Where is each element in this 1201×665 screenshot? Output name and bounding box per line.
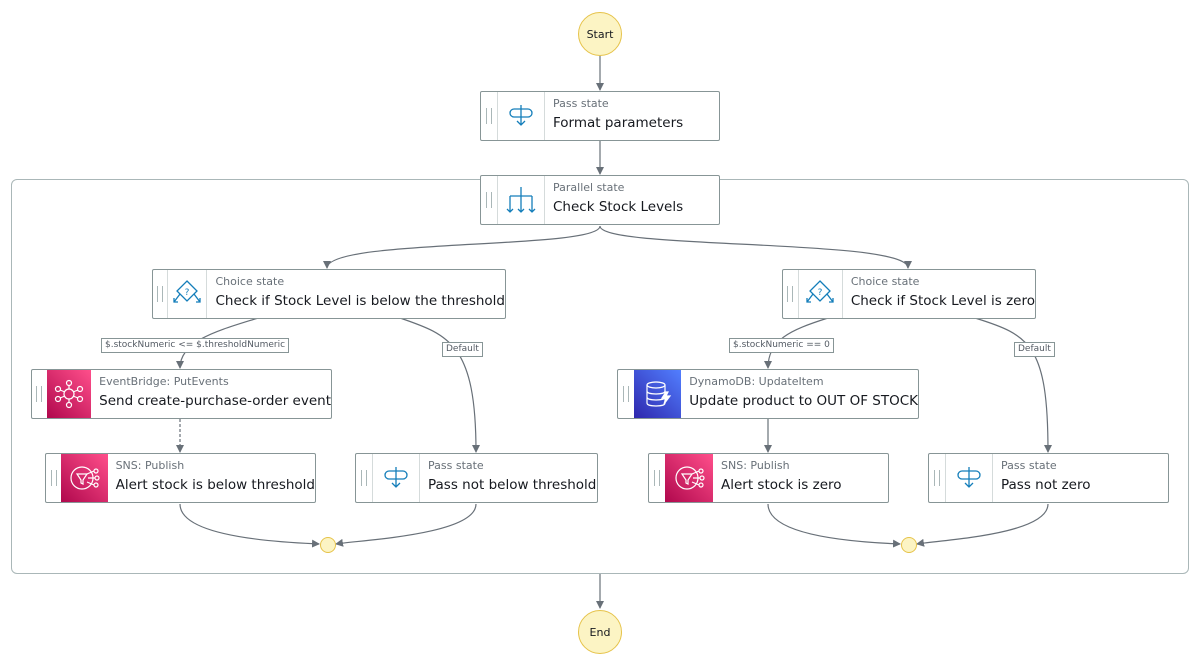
sns-icon — [665, 454, 713, 502]
state-name: Pass not below threshold — [428, 477, 597, 493]
condition-label-right-default[interactable]: Default — [1014, 342, 1055, 357]
state-type-label: SNS: Publish — [721, 459, 790, 472]
eventbridge-icon — [46, 370, 92, 418]
drag-handle[interactable] — [783, 270, 798, 318]
sns-icon — [61, 454, 108, 502]
pass-icon — [945, 454, 993, 502]
state-name: Check Stock Levels — [553, 199, 684, 215]
pass-icon — [372, 454, 420, 502]
state-name: Check if Stock Level is zero — [850, 293, 1035, 309]
edge-parallel-choice-left — [323, 225, 601, 269]
pass-icon — [497, 92, 545, 140]
drag-handle[interactable] — [481, 92, 497, 140]
state-type-label: Choice state — [850, 275, 920, 288]
state-name: Alert stock is zero — [721, 477, 842, 493]
start-node[interactable]: Start — [578, 12, 622, 56]
end-node[interactable]: End — [578, 610, 622, 654]
state-name: Alert stock is below threshold — [115, 477, 315, 493]
state-type-label: SNS: Publish — [115, 459, 185, 472]
edge-parallel-choice-right — [599, 225, 912, 269]
choice-icon: ? — [797, 270, 843, 318]
state-name: Format parameters — [553, 115, 684, 131]
drag-handle[interactable] — [356, 454, 372, 502]
condition-label-left-rule[interactable]: $.stockNumeric <= $.thresholdNumeric — [101, 338, 290, 353]
drag-handle[interactable] — [32, 370, 47, 418]
state-type-label: Pass state — [1001, 459, 1057, 472]
state-type-label: EventBridge: PutEvents — [99, 375, 229, 388]
state-name: Update product to OUT OF STOCK — [689, 393, 918, 409]
state-type-label: Pass state — [553, 97, 609, 110]
condition-label-left-default[interactable]: Default — [442, 342, 483, 357]
drag-handle[interactable] — [153, 270, 167, 318]
state-type-label: Choice state — [215, 275, 285, 288]
condition-label-right-rule[interactable]: $.stockNumeric == 0 — [729, 338, 834, 353]
start-label: Start — [586, 27, 614, 41]
svg-text:?: ? — [818, 288, 823, 298]
state-type-label: DynamoDB: UpdateItem — [689, 375, 824, 388]
drag-handle[interactable] — [929, 454, 945, 502]
svg-text:?: ? — [185, 288, 190, 298]
edge-choice-right-dynamodb — [764, 317, 829, 369]
merge-node-left — [320, 537, 336, 553]
edge-choice-left-eventbridge — [176, 317, 259, 369]
state-name: Pass not zero — [1001, 477, 1091, 493]
edge-pass-left-merge — [335, 503, 477, 547]
state-name: Send create-purchase-order event — [99, 393, 331, 409]
edge-sns-left-merge — [179, 503, 320, 548]
state-type-label: Parallel state — [553, 181, 625, 194]
drag-handle[interactable] — [481, 176, 497, 224]
edge-sns-right-merge — [767, 503, 901, 548]
end-label: End — [589, 625, 611, 639]
edge-pass-right-merge — [916, 503, 1049, 547]
drag-handle[interactable] — [618, 370, 634, 418]
dynamodb-icon — [633, 370, 682, 418]
state-type-label: Pass state — [428, 459, 484, 472]
drag-handle[interactable] — [46, 454, 61, 502]
choice-icon: ? — [166, 270, 208, 318]
drag-handle[interactable] — [649, 454, 665, 502]
merge-node-right — [901, 537, 917, 553]
state-name: Check if Stock Level is below the thresh… — [215, 293, 505, 309]
parallel-icon — [497, 176, 545, 224]
